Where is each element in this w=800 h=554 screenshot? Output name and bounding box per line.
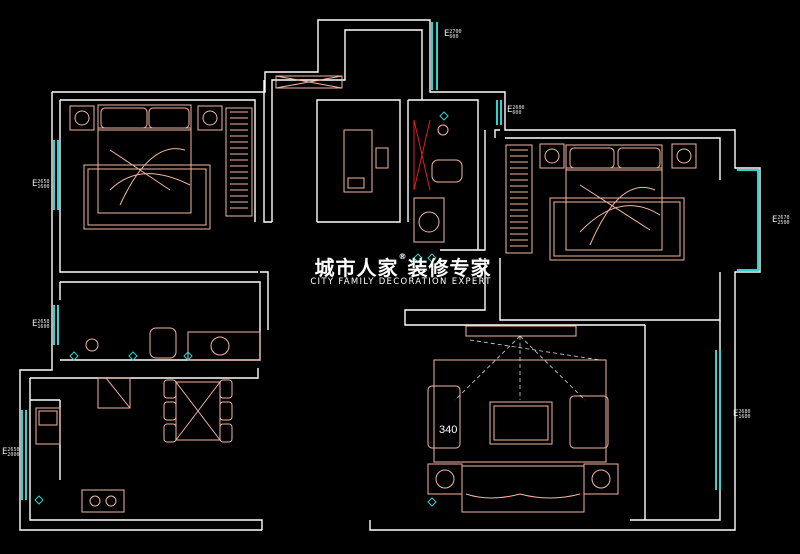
mark-height: 2680: [738, 409, 751, 415]
walls: [19, 19, 761, 531]
mark-width: 1600: [738, 414, 751, 420]
mark-width: 2000: [7, 452, 20, 458]
mark-letter: E: [444, 29, 450, 39]
mark-letter: E: [507, 105, 513, 115]
markers: [34, 111, 449, 507]
mark-letter: E: [733, 409, 739, 419]
mark-letter: E: [2, 447, 8, 457]
mark-width: 2500: [777, 220, 790, 226]
mark-height: 2670: [777, 215, 790, 221]
mark-height: 2650: [7, 447, 20, 453]
watermark-cn-text: 城市人家: [314, 256, 399, 280]
mark-width: 1600: [37, 324, 50, 330]
watermark-chinese: 城市人家®装修专家: [308, 252, 498, 281]
room-label: 340: [439, 424, 458, 436]
mark-width: 600: [512, 110, 522, 116]
windows: [21, 22, 759, 500]
watermark-english: CITY FAMILY DECORATION EXPERT: [310, 277, 492, 287]
mark-width: 600: [449, 34, 459, 40]
furniture: [35, 75, 697, 513]
mark-height: 2650: [37, 179, 50, 185]
sight-lines: [454, 335, 601, 401]
registered-mark: ®: [398, 252, 408, 261]
mark-letter: E: [772, 215, 778, 225]
mark-letter: E: [32, 319, 38, 329]
watermark-cn2-text: 装修专家: [407, 256, 492, 280]
mark-height: 2650: [37, 319, 50, 325]
mark-letter: E: [32, 179, 38, 189]
mark-height: 2600: [512, 105, 525, 111]
mark-height: 2700: [449, 29, 462, 35]
mark-width: 1600: [37, 184, 50, 190]
doors: [413, 119, 431, 191]
